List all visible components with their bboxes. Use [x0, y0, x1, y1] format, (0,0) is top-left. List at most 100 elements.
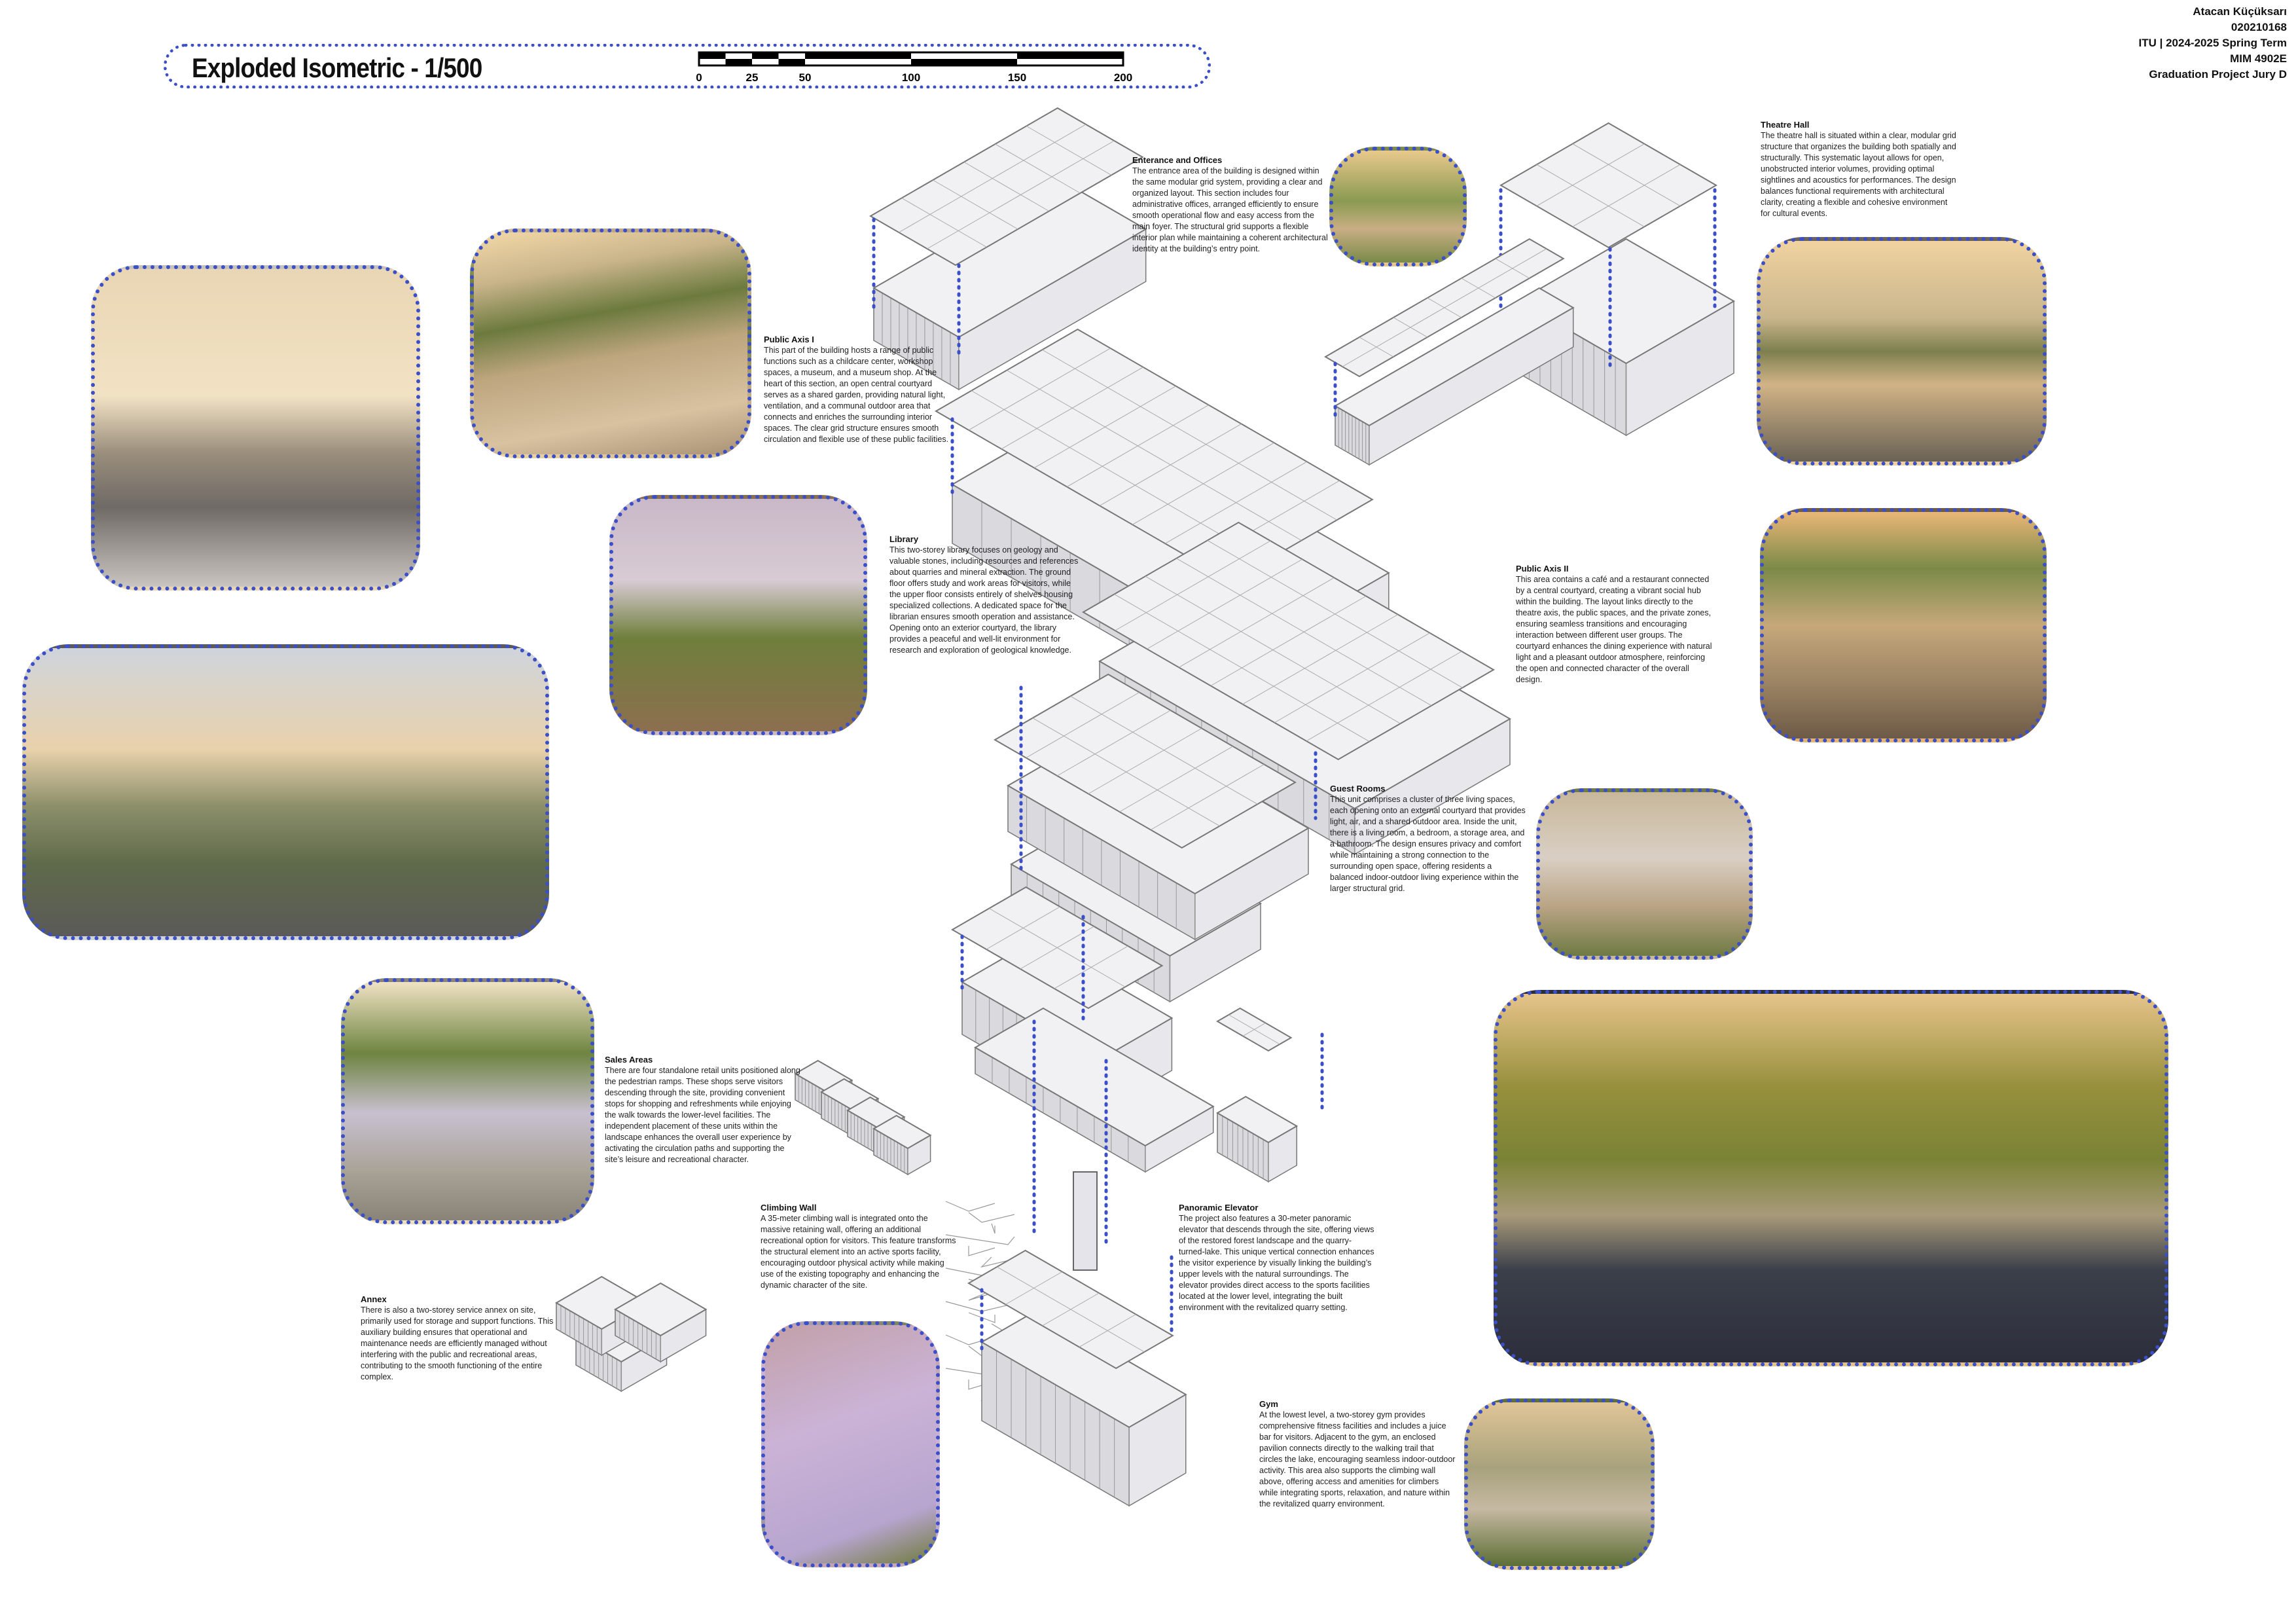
section-entrance: Enterance and Offices The entrance area … — [1132, 155, 1329, 255]
student-id: 020210168 — [2231, 21, 2287, 33]
scale-segment — [1017, 52, 1123, 59]
grid-line — [1461, 278, 1496, 299]
section-panoramic-elevator: Panoramic Elevator The project also feat… — [1179, 1202, 1375, 1313]
scale-segment — [725, 52, 752, 59]
page-title: Exploded Isometric - 1/500 — [192, 52, 482, 83]
grid-line — [1495, 258, 1530, 279]
sales-unit — [872, 1114, 932, 1176]
mesh-line — [968, 1212, 1015, 1223]
guest-rooms-roof — [994, 673, 1297, 849]
section-title: Public Axis I — [764, 335, 814, 344]
mesh-line — [991, 1223, 996, 1234]
render-climbing-wall — [761, 1321, 940, 1567]
credits-block: Atacan Küçüksarı 020210168 ITU | 2024-20… — [2139, 4, 2287, 82]
theatre-corridor-level — [1334, 287, 1575, 466]
section-title: Library — [889, 534, 919, 544]
gym-level — [980, 1308, 1187, 1507]
mesh-line — [945, 1201, 996, 1212]
section-guest-rooms: Guest Rooms This unit comprises a cluste… — [1330, 783, 1526, 894]
render-gym — [1464, 1398, 1655, 1570]
scale-tick-label: 100 — [902, 71, 920, 84]
render-entrance-small — [1329, 147, 1467, 266]
section-body: There are four standalone retail units p… — [605, 1066, 800, 1164]
annex-upper — [614, 1282, 708, 1363]
grid-line — [1042, 349, 1337, 520]
grid-line — [1176, 558, 1432, 706]
section-title: Climbing Wall — [761, 1203, 817, 1213]
grid-line — [1572, 164, 1681, 227]
grid-line — [995, 143, 1081, 194]
grid-line — [1088, 728, 1202, 794]
render-site-aerial-lake — [1494, 990, 2168, 1366]
scale-segment — [805, 52, 911, 59]
section-body: The theatre hall is situated within a cl… — [1761, 131, 1956, 218]
scale-segment — [1017, 59, 1123, 65]
section-gym: Gym At the lowest level, a two-storey gy… — [1259, 1398, 1456, 1510]
scale-outline — [698, 51, 1124, 67]
grid-line — [1306, 651, 1462, 742]
floor-plate — [980, 1308, 1187, 1429]
section-climbing-wall: Climbing Wall A 35-meter climbing wall i… — [761, 1202, 957, 1291]
theatre-corridor-roof — [1324, 238, 1565, 378]
render-guest-rooms — [1536, 788, 1753, 960]
grid-line — [1536, 143, 1645, 207]
grid-line — [1536, 164, 1645, 227]
grid-line — [963, 162, 1050, 211]
grid-line — [971, 390, 1266, 562]
mesh-line — [968, 1246, 996, 1256]
section-title: Sales Areas — [605, 1055, 653, 1065]
grid-line — [933, 179, 1018, 230]
mesh-line — [968, 1290, 996, 1301]
grid-line — [1115, 540, 1271, 631]
render-library-courtyard — [609, 495, 867, 735]
section-body: This part of the building hosts a range … — [764, 346, 949, 444]
grid-line — [1393, 317, 1428, 338]
grid-line — [1026, 126, 1112, 175]
section-library: Library This two-storey library focuses … — [889, 534, 1079, 656]
scale-segment — [699, 59, 726, 65]
grid-line — [1178, 577, 1335, 668]
scale-segment — [805, 59, 911, 65]
section-public-axis-1: Public Axis I This part of the building … — [764, 334, 954, 445]
floor-plate — [1499, 122, 1718, 249]
public-axis-1-roof — [935, 328, 1374, 583]
scale-segment — [699, 52, 726, 59]
section-body: A 35-meter climbing wall is integrated o… — [761, 1214, 956, 1290]
section-body: At the lowest level, a two-storey gym pr… — [1259, 1410, 1456, 1508]
grid-line — [1145, 575, 1401, 724]
section-title: Guest Rooms — [1330, 784, 1386, 793]
grid-line — [1057, 710, 1171, 776]
section-title: Theatre Hall — [1761, 120, 1810, 130]
render-parking-canopies — [91, 265, 420, 591]
author-name: Atacan Küçüksarı — [2193, 5, 2287, 18]
small-pavilion — [1216, 1095, 1299, 1183]
grid-line — [901, 198, 987, 247]
university-term: ITU | 2024-2025 Spring Term — [2138, 37, 2287, 49]
grid-line — [1210, 596, 1367, 686]
grid-line — [1150, 764, 1265, 830]
scale-segment — [752, 52, 779, 59]
grid-line — [1006, 370, 1302, 541]
render-courtyard-aerial — [470, 228, 751, 458]
grid-line — [1572, 143, 1681, 207]
section-title: Panoramic Elevator — [1179, 1203, 1259, 1213]
section-title: Annex — [361, 1294, 387, 1304]
section-public-axis-2: Public Axis II This area contains a café… — [1516, 563, 1712, 685]
scale-segment — [778, 52, 805, 59]
grid-line — [1229, 1014, 1280, 1045]
render-theatre-hall — [1757, 237, 2047, 465]
section-body: The entrance area of the building is des… — [1132, 166, 1328, 253]
entrance-level — [872, 179, 1147, 391]
grid-line — [1147, 558, 1302, 649]
section-body: There is also a two-storey service annex… — [361, 1305, 554, 1381]
project-name: Graduation Project Jury D — [2149, 68, 2287, 81]
theatre-hall-roof — [1499, 122, 1718, 249]
section-title: Enterance and Offices — [1132, 155, 1223, 165]
grid-line — [1114, 594, 1370, 742]
section-body: This two-storey library focuses on geolo… — [889, 545, 1079, 655]
mesh-line — [968, 1312, 996, 1323]
render-public-axis-2 — [1760, 508, 2047, 742]
grid-line — [1032, 718, 1220, 827]
